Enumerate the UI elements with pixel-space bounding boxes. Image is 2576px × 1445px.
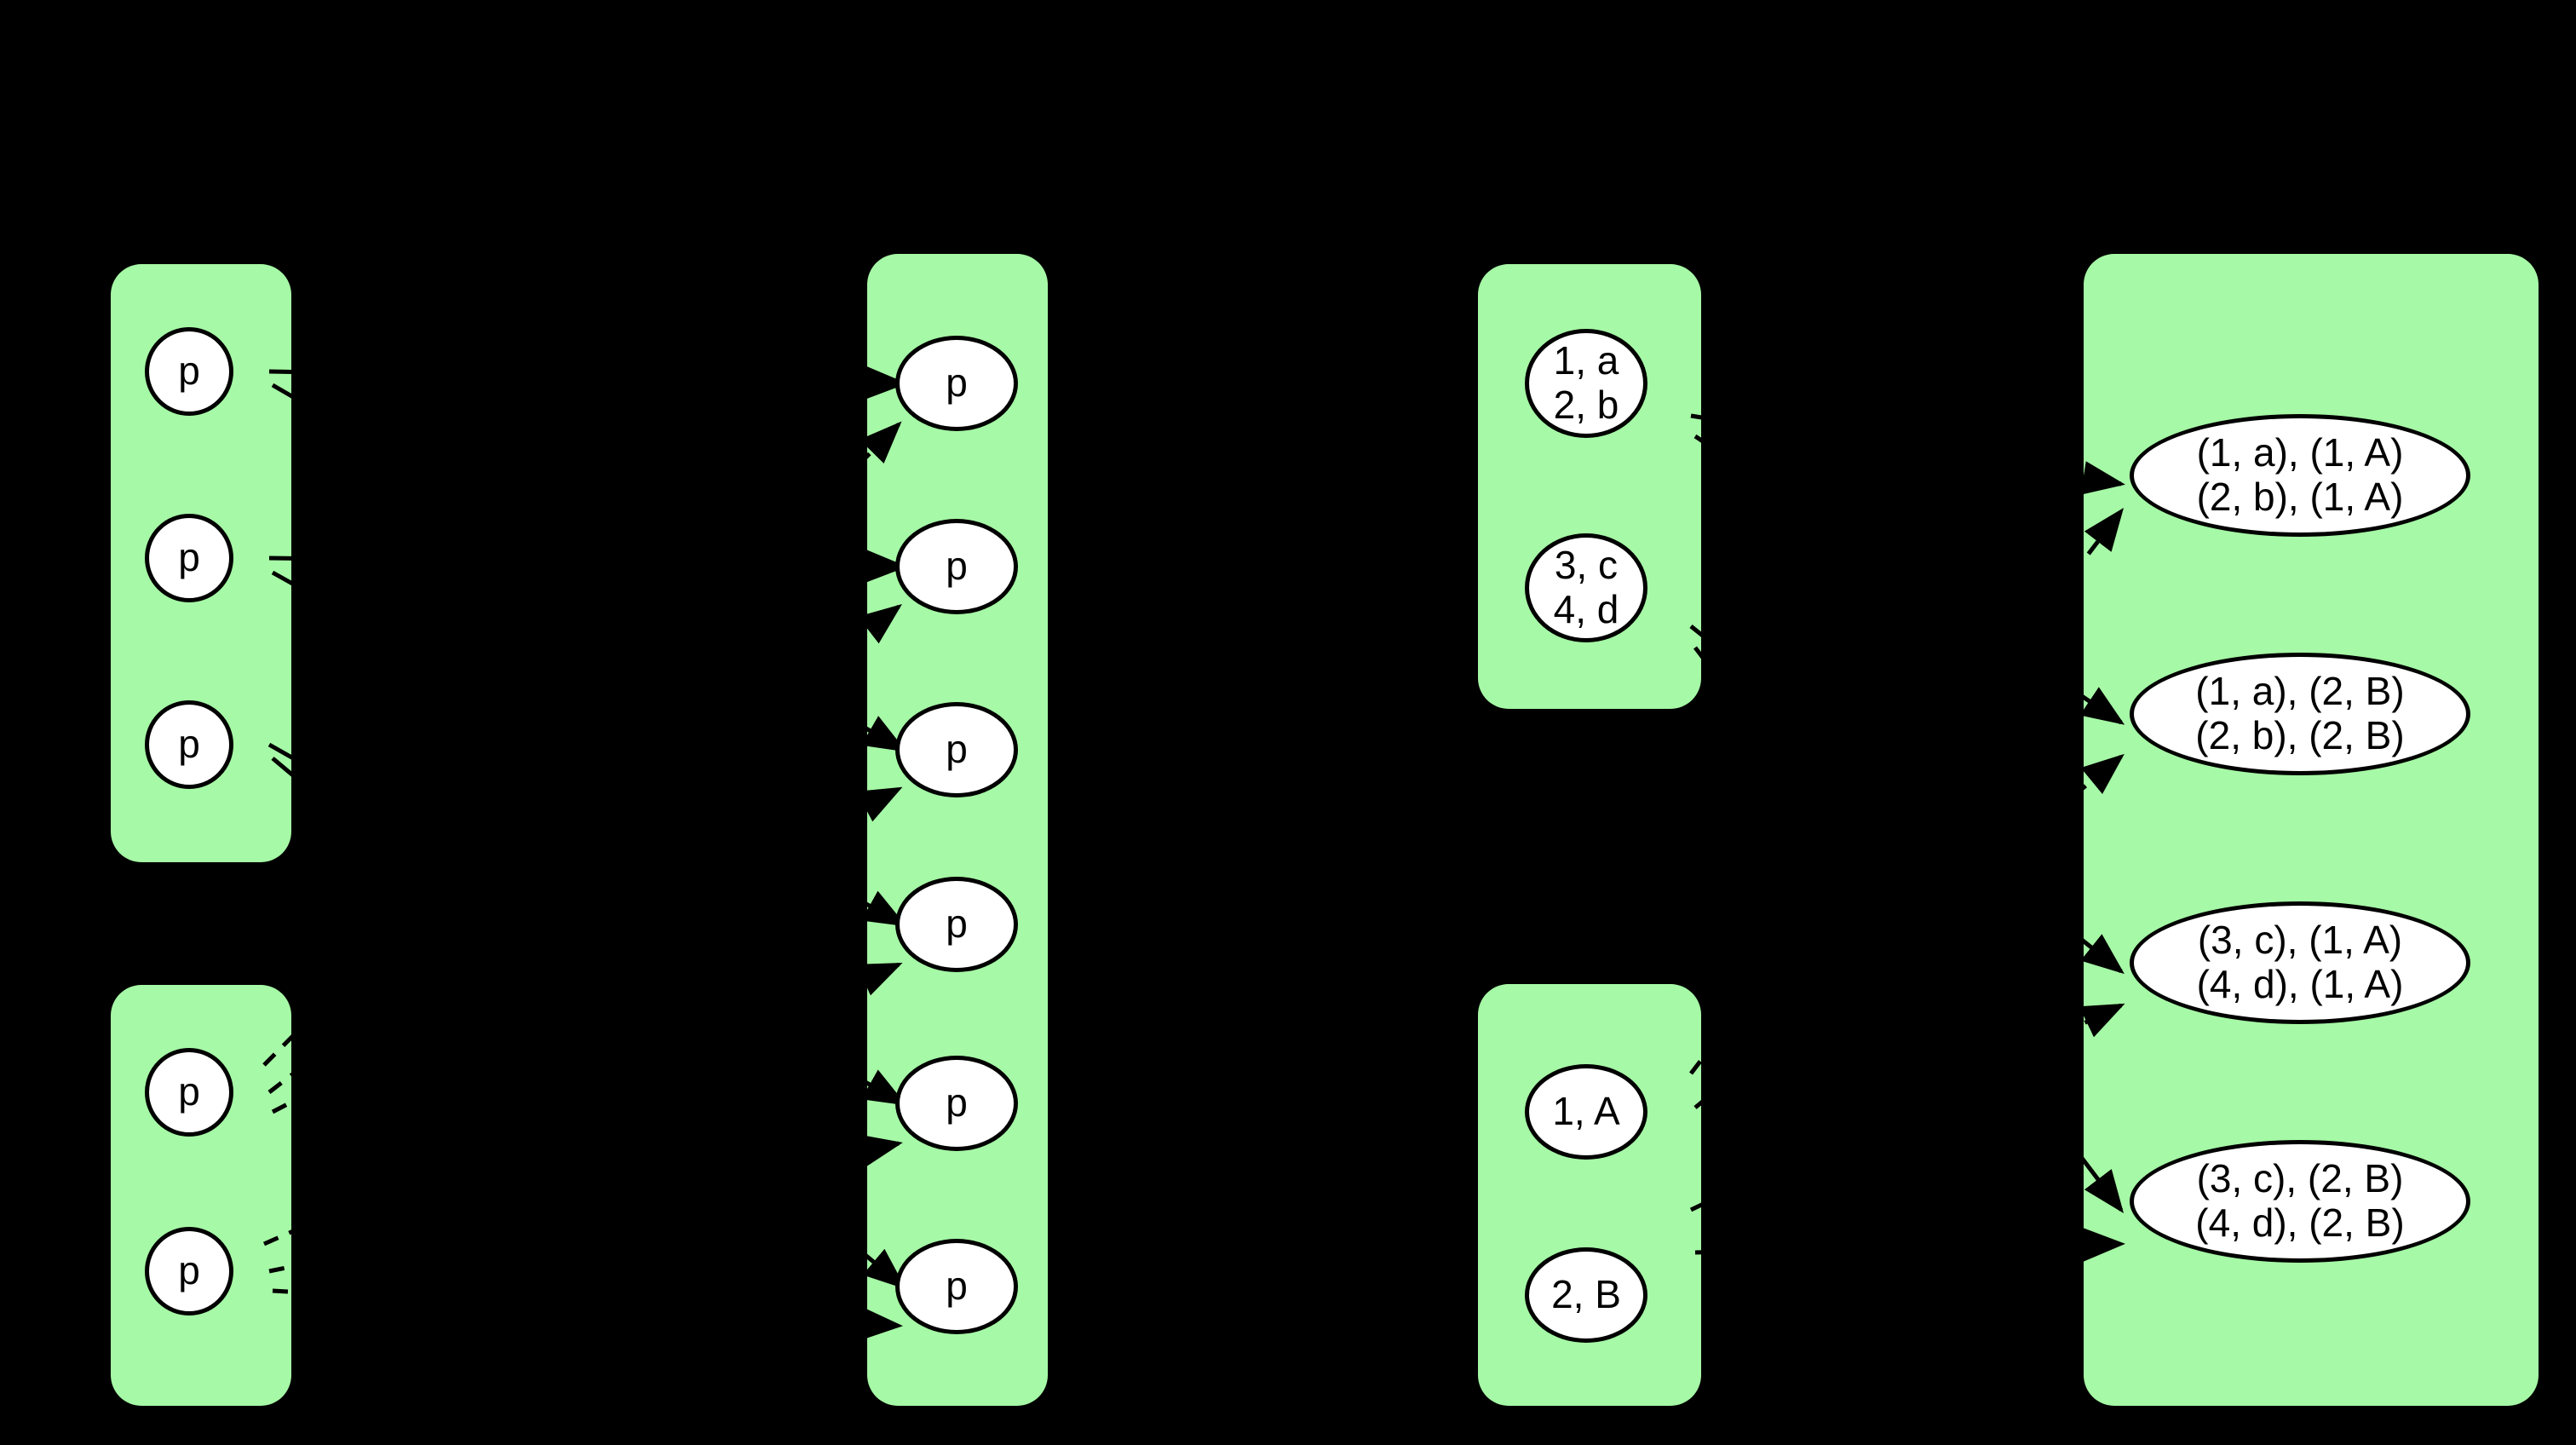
node-middle-2: p <box>895 519 1018 614</box>
panel-left-bottom <box>111 985 291 1406</box>
node-output-1: (1, a), (1, A) (2, b), (1, A) <box>2130 414 2470 537</box>
node-right-top-1: 1, a 2, b <box>1525 329 1647 438</box>
dashed-edges-left <box>262 421 903 1341</box>
node-left-bottom-1: p <box>145 1048 233 1137</box>
node-left-top-1: p <box>145 327 233 416</box>
node-output-3: (3, c), (1, A) (4, d), (1, A) <box>2130 901 2470 1024</box>
node-output-2: (1, a), (2, B) (2, b), (2, B) <box>2130 653 2470 775</box>
node-right-bottom-1: 1, A <box>1525 1064 1647 1160</box>
node-output-4: (3, c), (2, B) (4, d), (2, B) <box>2130 1140 2470 1263</box>
node-middle-4: p <box>895 877 1018 972</box>
node-left-top-3: p <box>145 700 233 789</box>
node-left-bottom-2: p <box>145 1227 233 1315</box>
node-middle-6: p <box>895 1239 1018 1334</box>
node-right-bottom-2: 2, B <box>1525 1247 1647 1343</box>
solid-edges-right <box>1689 413 2125 1213</box>
node-middle-3: p <box>895 702 1018 797</box>
node-middle-1: p <box>895 336 1018 431</box>
node-right-top-2: 3, c 4, d <box>1525 533 1647 642</box>
node-left-top-2: p <box>145 514 233 602</box>
node-middle-5: p <box>895 1056 1018 1151</box>
solid-edges <box>267 366 907 1290</box>
dashed-edges-right <box>1689 508 2125 1262</box>
